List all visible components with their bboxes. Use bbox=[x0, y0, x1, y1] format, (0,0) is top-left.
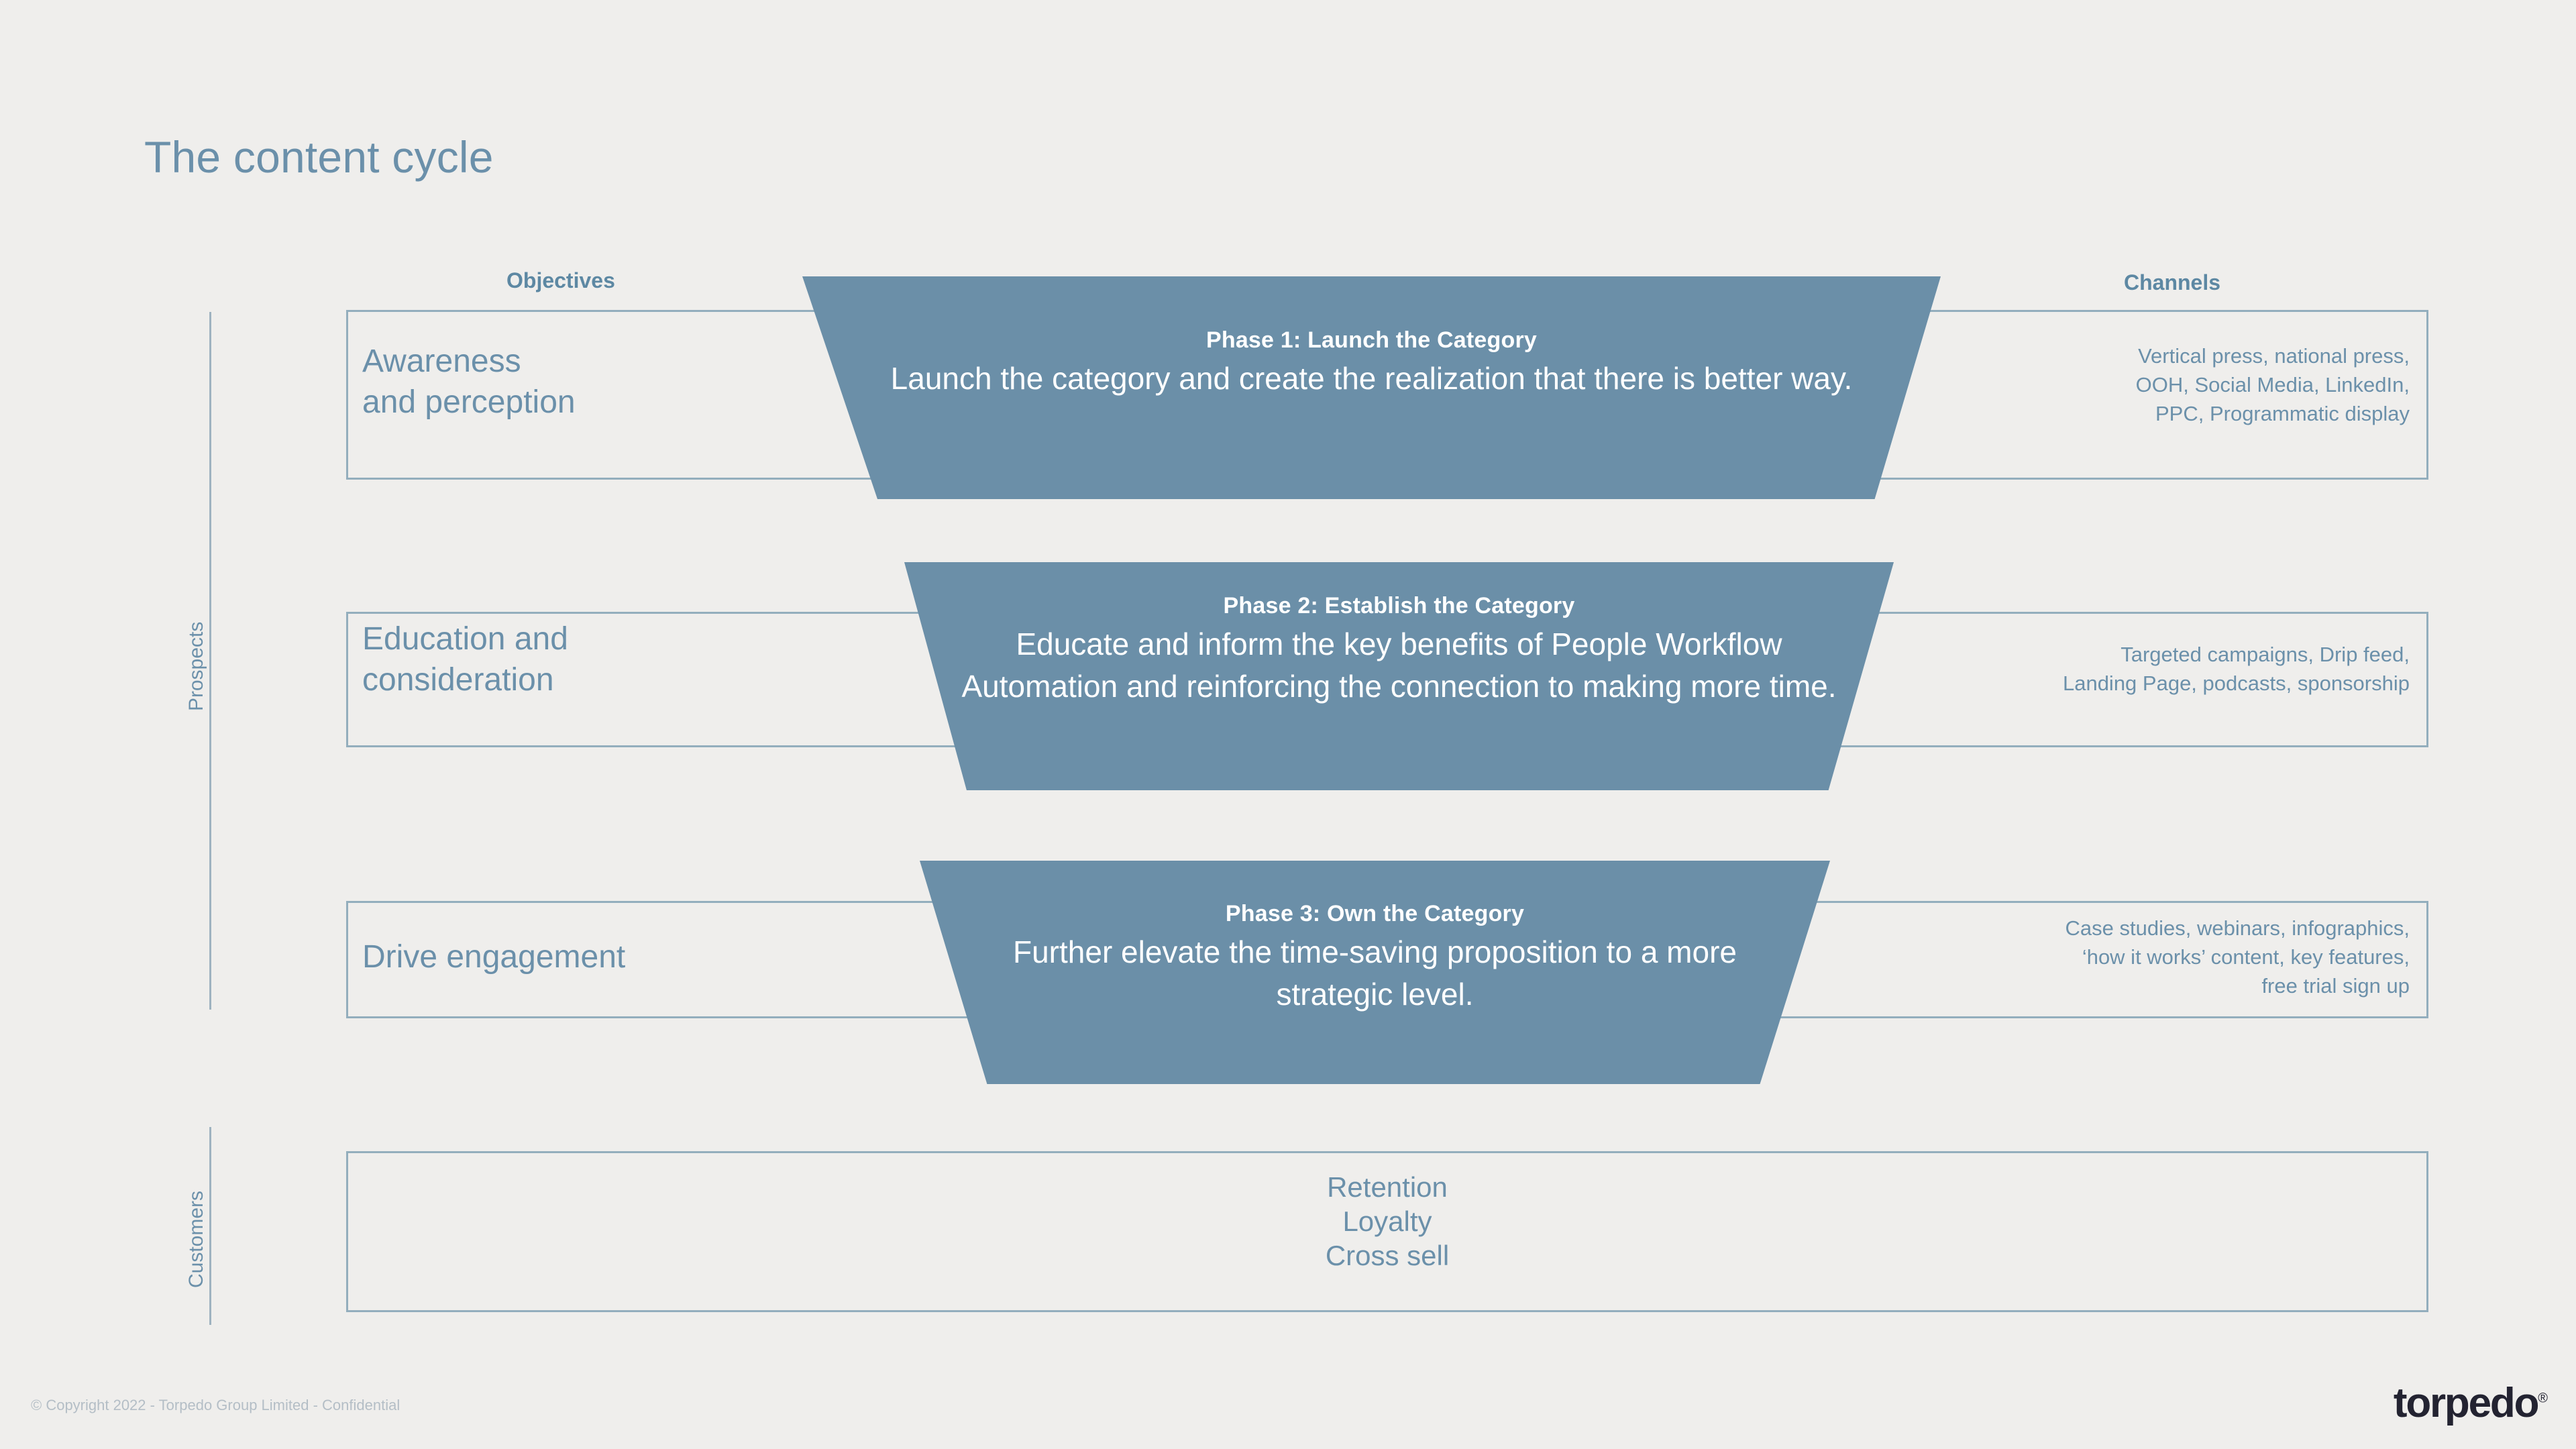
channels-2-line-2: Landing Page, podcasts, sponsorship bbox=[2062, 671, 2410, 695]
group-label-customers: Customers bbox=[185, 1190, 207, 1288]
channels-1-line-1: Vertical press, national press, bbox=[2138, 344, 2410, 368]
phase-3-title: Phase 3: Own the Category bbox=[1225, 901, 1525, 926]
channels-1-line-3: PPC, Programmatic display bbox=[2155, 401, 2410, 425]
funnel-stage-phase-2: Phase 2: Establish the Category Educate … bbox=[904, 562, 1894, 790]
phase-2-body: Educate and inform the key benefits of P… bbox=[961, 627, 1837, 704]
channels-3-line-2: ‘how it works’ content, key features, bbox=[2082, 945, 2410, 969]
phase-1-title: Phase 1: Launch the Category bbox=[1205, 327, 1538, 353]
column-header-channels: Channels bbox=[2124, 270, 2221, 294]
phase-2-title: Phase 2: Establish the Category bbox=[1223, 593, 1575, 619]
objective-label-2: Education and consideration bbox=[362, 619, 778, 701]
objective-3-line-1: Drive engagement bbox=[362, 939, 626, 975]
prospects-group-divider bbox=[209, 312, 211, 1010]
channels-1-line-2: OOH, Social Media, LinkedIn, bbox=[2135, 372, 2410, 396]
channels-3-line-1: Case studies, webinars, infographics, bbox=[2065, 916, 2410, 940]
channels-list-1: Vertical press, national press, OOH, Soc… bbox=[1940, 342, 2410, 428]
customer-outcome-loyalty: Loyalty bbox=[1342, 1205, 1432, 1237]
objective-1-line-1: Awareness bbox=[362, 343, 521, 379]
page-title: The content cycle bbox=[144, 132, 494, 182]
phase-3-body: Further elevate the time-saving proposit… bbox=[1013, 934, 1737, 1012]
channels-list-2: Targeted campaigns, Drip feed, Landing P… bbox=[1940, 641, 2410, 698]
objective-label-1: Awareness and perception bbox=[362, 341, 778, 423]
customer-outcomes-list: Retention Loyalty Cross sell bbox=[346, 1171, 2428, 1273]
group-label-prospects: Prospects bbox=[185, 621, 207, 711]
channels-list-3: Case studies, webinars, infographics, ‘h… bbox=[1940, 914, 2410, 1000]
channels-2-line-1: Targeted campaigns, Drip feed, bbox=[2121, 643, 2410, 666]
objective-1-line-2: and perception bbox=[362, 384, 576, 421]
customer-outcome-retention: Retention bbox=[1327, 1171, 1448, 1203]
funnel-stage-phase-1: Phase 1: Launch the Category Launch the … bbox=[802, 276, 1941, 499]
objective-2-line-2: consideration bbox=[362, 662, 554, 698]
objective-label-3: Drive engagement bbox=[362, 936, 778, 977]
funnel-stage-phase-3: Phase 3: Own the Category Further elevat… bbox=[920, 861, 1830, 1084]
customers-group-divider bbox=[209, 1127, 211, 1325]
logo-wordmark: torpedo bbox=[2393, 1380, 2540, 1426]
registered-trademark-icon: ® bbox=[2538, 1391, 2548, 1406]
footer-copyright: © Copyright 2022 - Torpedo Group Limited… bbox=[31, 1397, 400, 1413]
column-header-objectives: Objectives bbox=[506, 268, 615, 292]
row-frame-customers bbox=[346, 1151, 2428, 1312]
channels-3-line-3: free trial sign up bbox=[2261, 973, 2410, 998]
torpedo-logo: torpedo® bbox=[2394, 1379, 2548, 1427]
phase-1-body: Launch the category and create the reali… bbox=[890, 361, 1853, 396]
objective-2-line-1: Education and bbox=[362, 621, 568, 657]
customer-outcome-cross-sell: Cross sell bbox=[1325, 1239, 1450, 1271]
